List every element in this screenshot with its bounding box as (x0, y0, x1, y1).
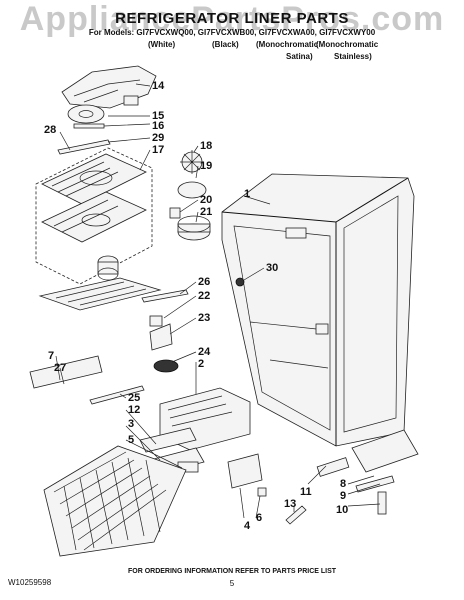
callout-16: 16 (152, 120, 165, 132)
part-bar (89, 385, 145, 405)
callout-30: 30 (266, 262, 279, 274)
callout-21: 21 (200, 206, 213, 218)
part-cylinder (316, 457, 350, 477)
part-vent (153, 359, 179, 373)
callout-25: 25 (128, 392, 141, 404)
callout-23: 23 (198, 312, 211, 324)
variant-white: (White) (148, 40, 176, 49)
callout-20: 20 (200, 194, 213, 206)
variant-satina-line1: (Monochromatic (256, 40, 319, 49)
callout-6: 6 (256, 512, 263, 524)
callout-2: 2 (198, 358, 205, 370)
part-strip (57, 139, 111, 155)
variant-stainless-line1: (Monochromatic (316, 40, 379, 49)
callout-1: 1 (244, 188, 251, 200)
watermark: AppliancePartsPros.com (19, 0, 445, 38)
callout-11: 11 (300, 486, 312, 498)
part-air-grille (38, 277, 162, 311)
callout-15: 15 (152, 110, 165, 122)
part-duct-parts (141, 289, 189, 351)
part-motor-assembly (97, 255, 119, 281)
variant-satina-line2: Satina) (286, 52, 313, 61)
callout-28: 28 (44, 124, 57, 136)
callout-9: 9 (340, 490, 347, 502)
part-bracket-assembly (351, 429, 419, 515)
callout-12: 12 (128, 404, 141, 416)
assembly-boundary (35, 147, 153, 285)
page-title: REFRIGERATOR LINER PARTS (115, 10, 349, 27)
callout-7: 7 (48, 350, 55, 362)
part-fan-ring (67, 104, 105, 129)
part-evaporator-housing (41, 153, 147, 243)
callout-24: 24 (198, 346, 211, 358)
part-liner (221, 173, 415, 447)
callout-14: 14 (152, 80, 165, 92)
callout-27: 27 (54, 362, 67, 374)
callout-4: 4 (244, 520, 251, 532)
page-number: 5 (229, 579, 235, 588)
model-list: For Models: GI7FVCXWQ00, GI7FVCXWB00, GI… (88, 28, 376, 37)
part-heater-parts (227, 453, 267, 497)
part-front-panel (29, 355, 103, 389)
callout-26: 26 (198, 276, 211, 288)
callout-18: 18 (200, 140, 213, 152)
document-number: W10259598 (8, 578, 52, 587)
callout-29: 29 (152, 132, 165, 144)
callout-10: 10 (336, 504, 349, 516)
ordering-note: FOR ORDERING INFORMATION REFER TO PARTS … (127, 568, 337, 575)
part-fan-motor (169, 207, 211, 241)
variant-black: (Black) (212, 40, 239, 49)
callout-3: 3 (128, 418, 135, 430)
variant-stainless-line2: Stainless) (334, 52, 372, 61)
callout-13: 13 (284, 498, 297, 510)
model-variants: (White) (Black) (Monochromatic Satina) (… (0, 40, 464, 68)
callout-22: 22 (198, 290, 211, 302)
part-rod (285, 505, 307, 525)
callout-8: 8 (340, 478, 347, 490)
callout-17: 17 (152, 144, 165, 156)
part-filter-grid (43, 445, 187, 557)
callout-5: 5 (128, 434, 135, 446)
part-top-cover (61, 65, 157, 109)
callout-19: 19 (200, 160, 213, 172)
callout-leaders (55, 83, 381, 519)
part-plug (235, 277, 245, 287)
part-fan-blade (177, 150, 207, 199)
